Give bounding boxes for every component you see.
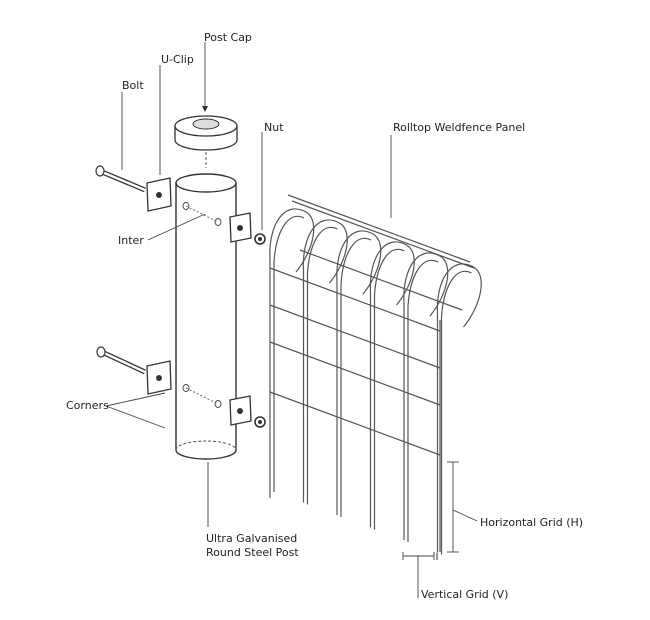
- post-cap-label: Post Cap: [204, 31, 252, 44]
- nut-lower: [254, 416, 266, 428]
- panel-top-rail: [287, 194, 471, 263]
- panel-rolltop-loop: [302, 219, 348, 284]
- horizontal-grid-label: Horizontal Grid (H): [480, 516, 583, 529]
- inter-label: Inter: [118, 234, 144, 247]
- panel-rolltop-loop: [340, 237, 372, 285]
- panel-horizontal-wire: [269, 267, 441, 332]
- u-clip-lower-left: [146, 360, 172, 395]
- panel-horizontal-wire: [269, 341, 441, 406]
- round-steel-post: [175, 173, 237, 460]
- panel-label: Rolltop Weldfence Panel: [393, 121, 525, 134]
- panel-rolltop-loop: [336, 230, 382, 295]
- panel-horizontal-wire: [299, 249, 463, 311]
- panel-rolltop-loop: [273, 215, 305, 263]
- bolt-upper: [95, 165, 146, 193]
- post-label-line2: Round Steel Post: [206, 546, 299, 559]
- panel-rolltop-loop: [369, 241, 415, 306]
- vertical-grid-label: Vertical Grid (V): [421, 588, 508, 601]
- corners-label: Corners: [66, 399, 109, 412]
- bolt-lower: [96, 346, 147, 375]
- leader-lines: [105, 42, 478, 598]
- panel-rolltop-loop: [306, 226, 338, 274]
- u-clip-upper-left: [146, 177, 172, 212]
- panel-rolltop-loop: [373, 248, 405, 296]
- panel-rolltop-loop: [269, 208, 315, 273]
- panel-rolltop-loop: [440, 270, 472, 318]
- nut-upper: [254, 233, 266, 245]
- nut-label: Nut: [264, 121, 284, 134]
- post-cap: [174, 115, 238, 168]
- panel-top-rail: [291, 200, 475, 269]
- bolt-label: Bolt: [122, 79, 144, 92]
- panel-rolltop-loop: [407, 259, 439, 307]
- u-clip-lower-right: [229, 395, 252, 426]
- panel-horizontal-wire: [269, 391, 441, 456]
- u-clip-label: U-Clip: [161, 53, 194, 66]
- panel-horizontal-wire: [269, 304, 441, 369]
- panel-rolltop-loop: [436, 263, 482, 328]
- u-clip-upper-right: [229, 212, 252, 243]
- post-label-line1: Ultra Galvanised: [206, 532, 297, 545]
- rolltop-weldfence-panel: [269, 194, 482, 560]
